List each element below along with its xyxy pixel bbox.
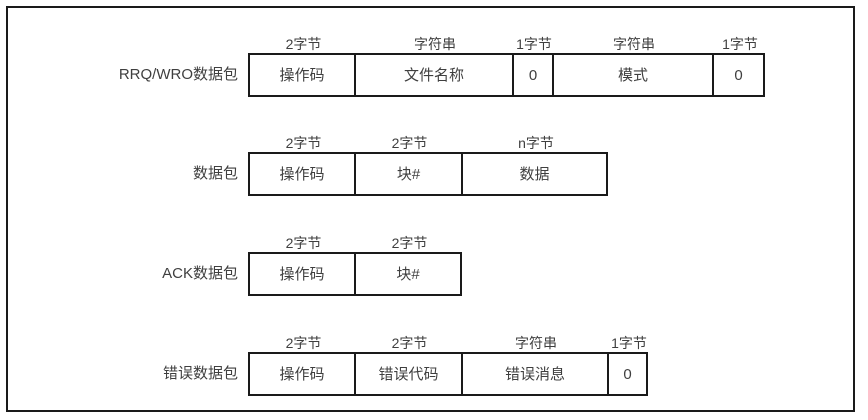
field-size-label: 2字节 <box>391 335 428 351</box>
field-size-label: 2字节 <box>285 36 322 52</box>
field-text: 错误消息 <box>504 365 565 383</box>
packet-field-error-code: 2字节错误代码 <box>355 336 462 396</box>
field-text: 操作码 <box>279 66 325 84</box>
field-size-label: 2字节 <box>285 335 322 351</box>
packet-field-data: n字节数据 <box>462 136 608 196</box>
packet-field-error-message: 字符串错误消息 <box>462 336 608 396</box>
packet-row-label: 错误数据包 <box>162 365 238 382</box>
field-size-label: 2字节 <box>285 135 322 151</box>
packet-field-opcode: 2字节操作码 <box>248 236 355 296</box>
field-size-label: 2字节 <box>391 235 428 251</box>
field-size-label: 2字节 <box>391 135 428 151</box>
field-text: 0 <box>528 66 538 84</box>
field-size-label: 字符串 <box>613 36 655 52</box>
field-text: 文件名称 <box>403 66 464 84</box>
field-text: 模式 <box>617 66 648 84</box>
field-text: 块# <box>396 265 420 283</box>
packet-row-label: 数据包 <box>192 165 238 182</box>
field-text: 操作码 <box>279 165 325 183</box>
packet-row-label: ACK数据包 <box>162 265 238 282</box>
packet-field-zero-2: 1字节 0 <box>713 37 765 97</box>
packet-field-block: 2字节块# <box>355 136 462 196</box>
field-size-label: 字符串 <box>515 335 557 351</box>
packet-field-opcode: 2字节操作码 <box>248 336 355 396</box>
field-size-label: 1字节 <box>516 36 552 52</box>
packet-field-opcode: 2字节操作码 <box>248 37 355 97</box>
packet-field-block: 2字节块# <box>355 236 462 296</box>
packet-field-opcode: 2字节操作码 <box>248 136 355 196</box>
field-size-label: n字节 <box>518 135 554 151</box>
packet-field-filename: 字符串文件名称 <box>355 37 513 97</box>
field-size-label: 1字节 <box>722 36 758 52</box>
field-text: 操作码 <box>279 365 325 383</box>
field-text: 0 <box>734 66 743 84</box>
packet-row-label: RRQ/WRO数据包 <box>118 66 238 83</box>
field-text: 0 <box>623 365 632 383</box>
field-text: 块# <box>396 165 421 183</box>
field-size-label: 2字节 <box>285 235 322 251</box>
packet-field-zero: 1字节 0 <box>608 336 648 396</box>
field-text: 数据 <box>519 165 550 183</box>
diagram-outer-border <box>6 6 855 412</box>
packet-field-mode: 字符串模式 <box>553 37 713 97</box>
packet-field-zero-1: 1字节 0 <box>513 37 553 97</box>
field-text: 错误代码 <box>378 365 439 383</box>
field-size-label: 1字节 <box>611 335 647 351</box>
field-text: 操作码 <box>279 265 325 283</box>
field-size-label: 字符串 <box>414 36 456 52</box>
